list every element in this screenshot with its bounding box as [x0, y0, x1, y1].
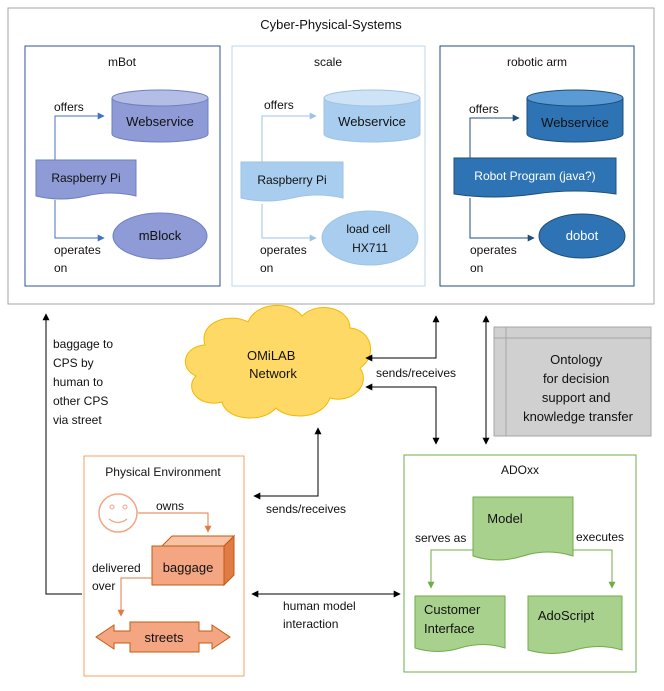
adoscript-label: AdoScript	[538, 608, 595, 623]
scale-device: Raspberry Pi	[240, 161, 344, 202]
network-adoxx-arrow	[365, 383, 440, 445]
mbot-device: Raspberry Pi	[35, 159, 137, 200]
svg-text:baggage to CPS by huma: baggage to CPS by human to other CPS via…	[53, 337, 116, 427]
arm-system: robotic arm Webservice offers Robot Prog…	[439, 45, 635, 287]
cps-title: Cyber-Physical-Systems	[260, 17, 402, 32]
svg-text:operates on: operates on	[260, 243, 310, 275]
adoxx-container: ADOxx Model serves as executes Customer …	[403, 454, 637, 673]
mbot-offers-label: offers	[54, 100, 84, 114]
network-label-1: OMiLAB	[247, 348, 295, 363]
mbot-device-label: Raspberry Pi	[51, 171, 120, 185]
connectors	[42, 313, 490, 598]
mbot-webservice-label: Webservice	[126, 114, 194, 129]
ontology-label-4: knowledge transfer	[523, 409, 634, 424]
baggage-note-5: via street	[53, 413, 102, 427]
human-model-label-1: human model	[283, 599, 356, 613]
ontology-box: Ontology for decision support and knowle…	[493, 326, 652, 437]
model-label: Model	[487, 511, 523, 526]
sends-receives-label-2: sends/receives	[266, 502, 346, 516]
scale-target-label-1: load cell	[346, 222, 390, 236]
serves-as-label: serves as	[415, 531, 466, 545]
svg-text:load cell HX711: load cell HX711	[346, 222, 393, 255]
ontology-label-3: support and	[542, 390, 611, 405]
mbot-system: mBot Webservice offers Raspberry Pi oper…	[24, 45, 221, 287]
scale-webservice: Webservice	[323, 89, 421, 143]
arm-webservice-label: Webservice	[541, 115, 609, 130]
adoxx-title: ADOxx	[501, 463, 539, 477]
delivered-label-1: delivered	[92, 561, 141, 575]
arm-device-label: Robot Program (java?)	[474, 169, 595, 183]
svg-text:human model interaction: human model interaction	[283, 599, 359, 631]
svg-text:delivered over: delivered over	[92, 561, 144, 593]
scale-system: scale Webservice offers Raspberry Pi ope…	[231, 45, 426, 287]
baggage-label: baggage	[163, 560, 214, 575]
mbot-webservice: Webservice	[111, 89, 209, 143]
network-label-2: Network	[249, 366, 297, 381]
baggage-note-2: CPS by	[53, 356, 94, 370]
baggage-arrow	[42, 313, 82, 595]
streets-label: streets	[144, 630, 184, 645]
arm-target-label: dobot	[566, 228, 599, 243]
arm-offers-label: offers	[469, 102, 499, 116]
ontology-label-2: for decision	[543, 371, 609, 386]
physical-title: Physical Environment	[105, 465, 221, 479]
svg-text:OMiLAB Network: OMiLAB Network	[247, 348, 299, 381]
customer-label-2: Interface	[424, 621, 475, 636]
mbot-title: mBot	[108, 55, 137, 69]
svg-text:operates on: operates on	[54, 243, 104, 275]
arm-operates-label: operates	[470, 243, 517, 257]
executes-label: executes	[576, 530, 624, 544]
omilab-network-cloud: OMiLAB Network	[184, 304, 371, 419]
baggage-cube: baggage	[151, 534, 236, 587]
customer-interface-document: Customer Interface	[414, 595, 506, 652]
model-document: Model	[472, 496, 574, 561]
network-physical-arrow	[253, 427, 322, 500]
arm-title: robotic arm	[507, 55, 567, 69]
human-model-label-2: interaction	[283, 617, 338, 631]
smiley-icon	[98, 493, 138, 533]
mbot-operates-label: operates	[54, 243, 101, 257]
scale-on-label: on	[260, 261, 273, 275]
scale-target-label-2: HX711	[352, 241, 388, 255]
scale-webservice-label: Webservice	[338, 114, 406, 129]
scale-target-ellipse	[321, 210, 419, 266]
mbot-target-ellipse	[112, 212, 208, 260]
scale-operates-label: operates	[260, 243, 307, 257]
scale-offers-label: offers	[264, 98, 294, 112]
arm-device: Robot Program (java?)	[453, 157, 617, 198]
ontology-label-1: Ontology	[550, 352, 603, 367]
svg-text:operates on: operates on	[470, 243, 520, 275]
mbot-on-label: on	[54, 261, 67, 275]
scale-title: scale	[314, 55, 342, 69]
sends-receives-label-1: sends/receives	[376, 366, 456, 380]
delivered-label-2: over	[92, 579, 115, 593]
adoscript-document: AdoScript	[527, 595, 623, 654]
baggage-note-1: baggage to	[53, 337, 113, 351]
arm-target-ellipse	[538, 213, 626, 259]
streets-arrow: streets	[95, 621, 231, 653]
baggage-note-4: other CPS	[53, 394, 108, 408]
network-cps-arrow	[365, 315, 440, 362]
svg-text:Ontology for decision: Ontology for decision support and knowle…	[523, 352, 634, 424]
scale-device-label: Raspberry Pi	[257, 173, 326, 187]
arm-on-label: on	[470, 261, 483, 275]
mbot-target-label: mBlock	[139, 228, 182, 243]
svg-text:Customer Interface: Customer Interface	[424, 602, 484, 636]
owns-label: owns	[156, 499, 184, 513]
arm-webservice: Webservice	[526, 89, 624, 143]
physical-environment: Physical Environment owns baggage delive…	[83, 455, 245, 677]
customer-label-1: Customer	[424, 602, 481, 617]
baggage-note-3: human to	[53, 375, 103, 389]
